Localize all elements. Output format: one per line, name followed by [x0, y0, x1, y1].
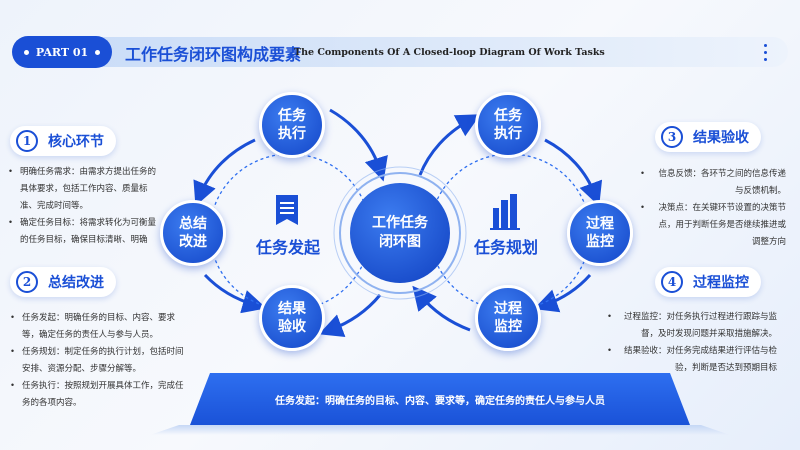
left-loop-label: 任务发起 — [256, 238, 321, 257]
node-left-top[interactable]: 任务执行 — [259, 92, 325, 158]
section-badge-3: 3 结果验收 — [655, 122, 761, 152]
header-band — [40, 37, 788, 67]
node-right-bottom[interactable]: 过程监控 — [475, 285, 541, 351]
bullet-item: 结果验收：对任务完成结果进行评估与检验，判断是否达到预期目标 — [605, 343, 777, 377]
node-right-top[interactable]: 任务执行 — [475, 92, 541, 158]
badge-title: 过程监控 — [693, 275, 749, 291]
bullet-item: 信息反馈：各环节之间的信息传递与反馈机制。 — [638, 166, 786, 200]
part-label: PART 01 — [35, 45, 89, 59]
bullet-list-2: 任务发起：明确任务的目标、内容、要求等，确定任务的责任人与参与人员。 任务规划：… — [8, 310, 190, 412]
node-label: 过程监控 — [494, 301, 522, 335]
node-label: 任务执行 — [494, 108, 522, 142]
center-rings — [333, 166, 467, 300]
bullet-item: 明确任务需求：由需求方提出任务的具体要求，包括工作内容、质量标准、完成时间等。 — [6, 164, 156, 215]
more-menu-icon[interactable] — [764, 44, 767, 61]
loop-arrows — [193, 108, 603, 338]
node-left-bottom[interactable]: 结果验收 — [259, 285, 325, 351]
bullet-list-4: 过程监控：对任务执行过程进行跟踪与监督，及时发现问题并采取措施解决。 结果验收：… — [605, 309, 777, 377]
badge-number: 4 — [661, 271, 683, 293]
section-badge-4: 4 过程监控 — [655, 267, 761, 297]
page-subtitle: The Components Of A Closed-loop Diagram … — [294, 47, 605, 58]
section-badge-2: 2 总结改进 — [10, 267, 116, 297]
bullet-item: 任务发起：明确任务的目标、内容、要求等，确定任务的责任人与参与人员。 — [8, 310, 190, 344]
node-label: 任务执行 — [278, 108, 306, 142]
section-badge-1: 1 核心环节 — [10, 126, 116, 156]
document-icon — [276, 195, 298, 225]
center-label: 工作任务闭环图 — [372, 215, 428, 250]
bullet-item: 任务规划：制定任务的执行计划，包括时间安排、资源分配、步骤分解等。 — [8, 344, 190, 378]
bullet-list-3: 信息反馈：各环节之间的信息传递与反馈机制。 决策点：在关键环节设置的决策节点，用… — [638, 166, 786, 251]
bottom-banner: 任务发起：明确任务的目标、内容、要求等，确定任务的责任人与参与人员 — [190, 373, 690, 425]
badge-title: 结果验收 — [693, 130, 749, 146]
badge-title: 总结改进 — [48, 275, 104, 291]
bullet-item: 任务执行：按照规划开展具体工作，完成任务的各项内容。 — [8, 378, 190, 412]
node-right-mid[interactable]: 过程监控 — [567, 200, 633, 266]
badge-number: 2 — [16, 271, 38, 293]
node-label: 过程监控 — [586, 216, 614, 250]
banner-shadow — [150, 425, 730, 435]
bullet-list-1: 明确任务需求：由需求方提出任务的具体要求，包括工作内容、质量标准、完成时间等。 … — [6, 164, 156, 249]
center-node[interactable]: 工作任务闭环图 — [350, 183, 450, 283]
bullet-item: 过程监控：对任务执行过程进行跟踪与监督，及时发现问题并采取措施解决。 — [605, 309, 777, 343]
node-label: 总结改进 — [179, 216, 207, 250]
banner-text: 任务发起：明确任务的目标、内容、要求等，确定任务的责任人与参与人员 — [275, 395, 605, 407]
building-icon — [490, 194, 520, 230]
right-loop-label: 任务规划 — [474, 238, 539, 257]
badge-title: 核心环节 — [48, 134, 104, 150]
bullet-item: 决策点：在关键环节设置的决策节点，用于判断任务是否继续推进或调整方向 — [638, 200, 786, 251]
badge-number: 3 — [661, 126, 683, 148]
node-label: 结果验收 — [278, 301, 306, 335]
page-title: 工作任务闭环图构成要素 — [125, 45, 302, 64]
node-left-mid[interactable]: 总结改进 — [160, 200, 226, 266]
part-pill: PART 01 — [12, 36, 112, 68]
badge-number: 1 — [16, 130, 38, 152]
bullet-item: 确定任务目标：将需求转化为可衡量的任务目标，确保目标清晰、明确 — [6, 215, 156, 249]
